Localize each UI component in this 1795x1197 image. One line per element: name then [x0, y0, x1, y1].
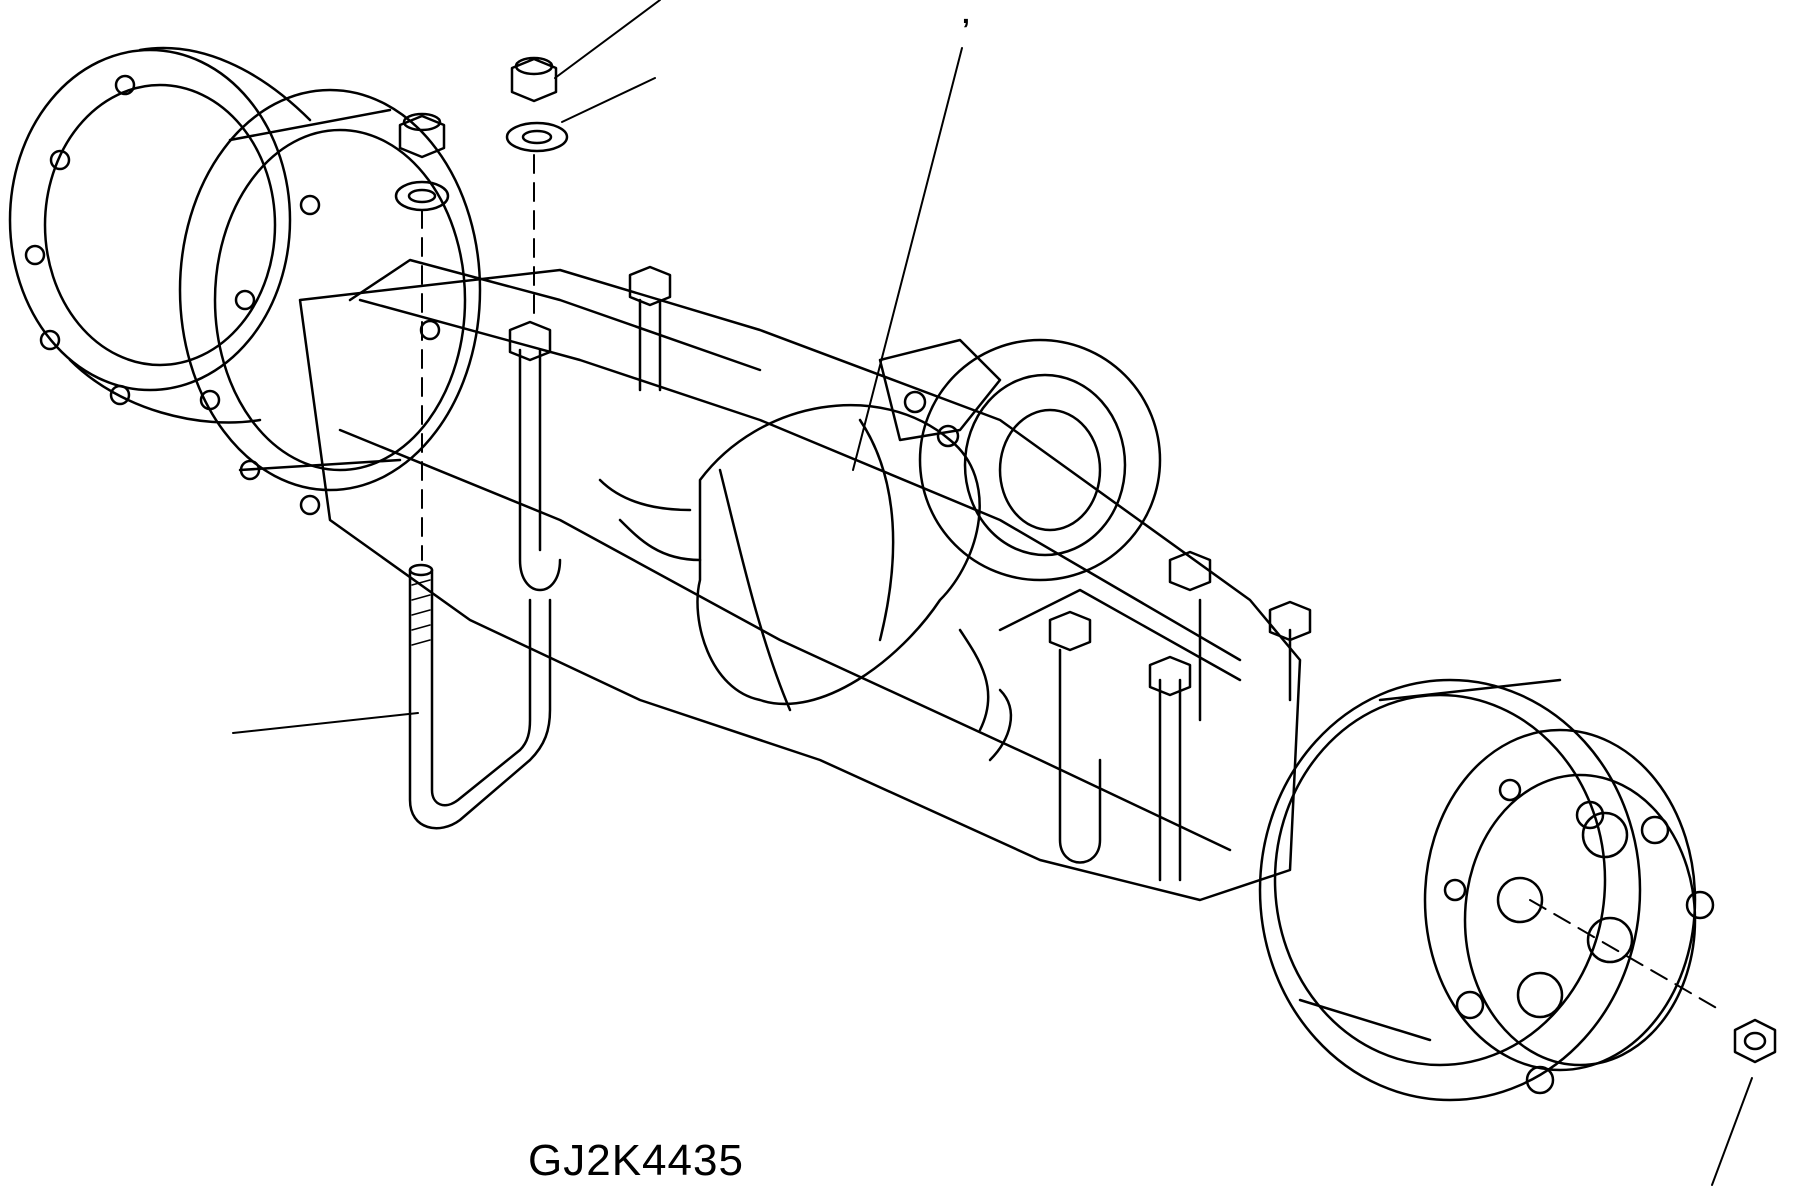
right-hub-studs [1443, 778, 1715, 1095]
hex-nut [628, 265, 672, 307]
mounted-nuts [508, 265, 1312, 697]
alignment-lines [421, 154, 1721, 1011]
hex-nut [1268, 600, 1312, 642]
axle-beam [298, 258, 1302, 902]
exploded-u-bolt [408, 563, 552, 830]
mounting-u-bolts [518, 298, 1292, 882]
hub-cap-holes [1496, 811, 1634, 1019]
hex-nut [1048, 610, 1092, 652]
left-wheel-hub [8, 46, 482, 516]
hex-nut [1148, 655, 1192, 697]
hex-nut [508, 320, 552, 362]
right-wheel-hub [1258, 678, 1715, 1102]
differential-housing [598, 338, 1162, 762]
exploded-wheel-nut [1733, 1018, 1777, 1064]
callout-tick: , [962, 0, 970, 29]
leader-lines [232, 0, 1753, 1186]
hex-nut [1168, 550, 1212, 592]
left-hub-bolts [24, 74, 441, 516]
exploded-washer-top [505, 121, 569, 153]
exploded-nut-top [510, 56, 558, 103]
exploded-nut-left [398, 112, 446, 159]
drawing-code-label: GJ2K4435 [528, 1136, 744, 1185]
